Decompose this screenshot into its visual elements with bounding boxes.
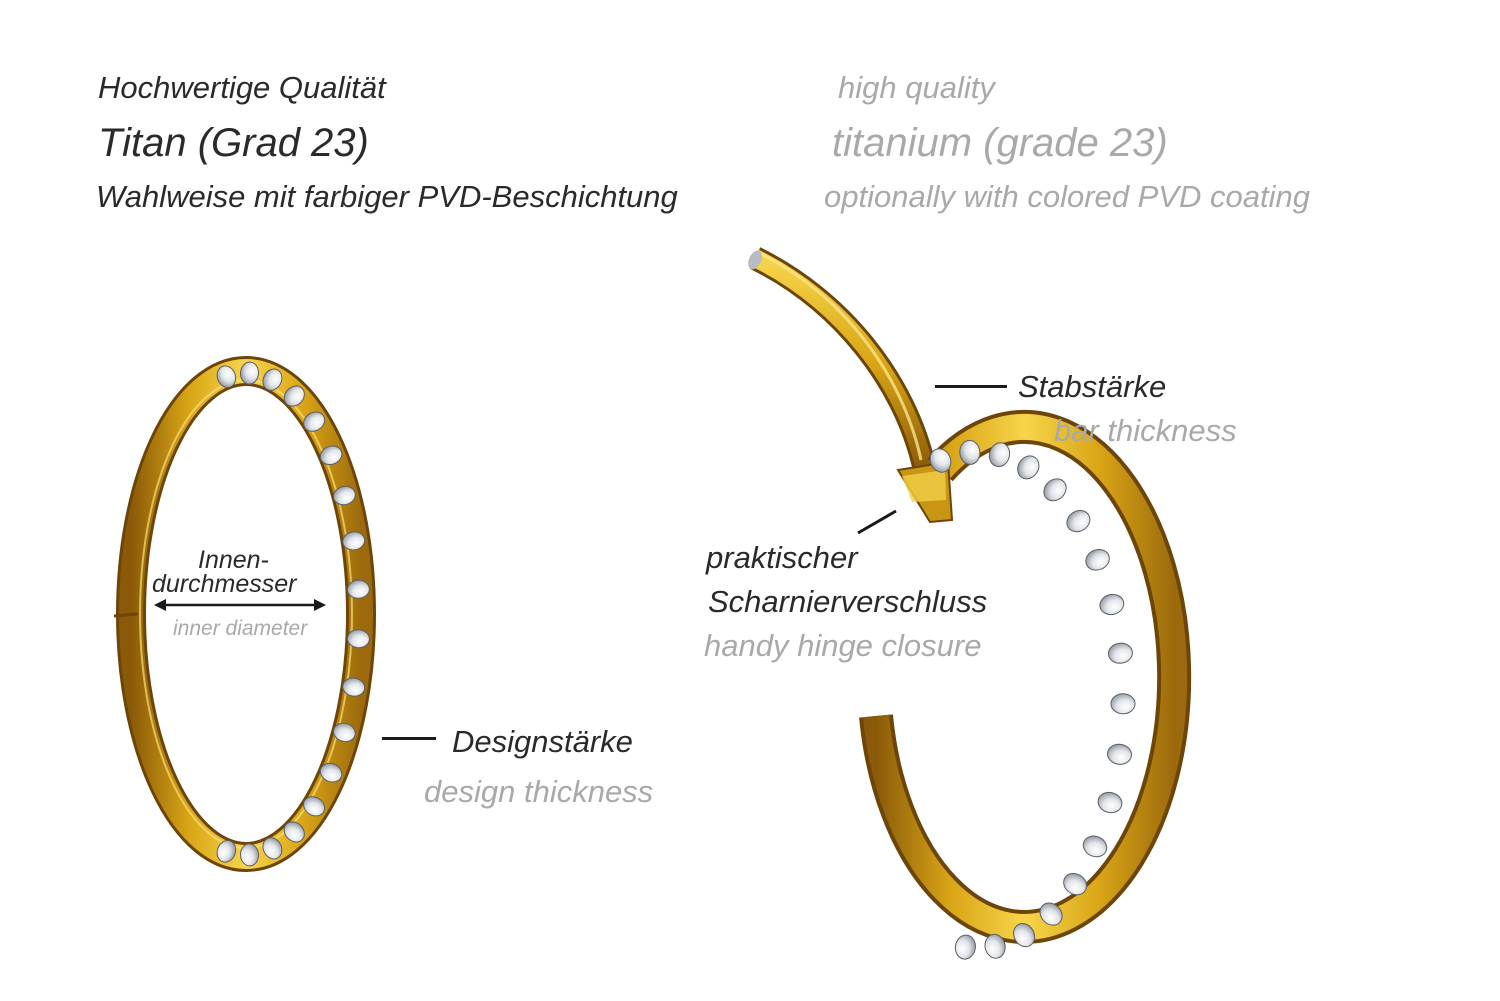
gemstone (346, 629, 370, 649)
gemstone (988, 442, 1011, 468)
segment-ring-right (748, 247, 1192, 960)
gemstone (954, 934, 976, 960)
quality-de: Hochwertige Qualität (98, 70, 386, 105)
coating-en: optionally with colored PVD coating (824, 179, 1310, 214)
segment-ring-left (113, 356, 376, 872)
gemstone (283, 385, 305, 407)
gemstone (1082, 835, 1108, 858)
gemstone (1085, 549, 1110, 571)
gemstone (1110, 693, 1136, 715)
hinge-de-line1: praktischer (706, 540, 858, 575)
gemstone (333, 722, 356, 743)
gemstone (346, 579, 370, 599)
gemstone (319, 445, 343, 466)
gemstone (262, 368, 283, 391)
bar-thickness-pointer (935, 385, 1007, 388)
gemstone (283, 821, 305, 843)
design-thickness-pointer (382, 737, 436, 740)
gemstone (1107, 642, 1133, 664)
gemstone (984, 933, 1006, 959)
gemstone (1099, 593, 1125, 616)
material-en: titanium (grade 23) (832, 121, 1168, 165)
gemstone (319, 762, 343, 783)
gemstone (262, 837, 283, 860)
hinge-en: handy hinge closure (704, 628, 982, 663)
gemstone (929, 448, 952, 473)
gemstone (342, 677, 366, 697)
arrow-right-head (314, 599, 326, 611)
gemstone (1013, 923, 1036, 948)
bar-thickness-en: bar thickness (1054, 413, 1237, 448)
gemstone (1107, 743, 1132, 765)
gemstone (303, 411, 326, 432)
gemstone (1063, 872, 1088, 896)
gemstone (1066, 510, 1091, 533)
hinge-pointer (857, 509, 897, 535)
gemstone (342, 531, 366, 551)
inner-diameter-de-line2: durchmesser (152, 570, 297, 598)
design-thickness-en: design thickness (424, 774, 654, 809)
quality-en: high quality (838, 70, 995, 105)
hinge-de-line2: Scharnierverschluss (708, 584, 988, 619)
design-thickness-de: Designstärke (452, 724, 633, 759)
bar-thickness-de: Stabstärke (1018, 369, 1167, 404)
coating-de: Wahlweise mit farbiger PVD-Beschichtung (96, 179, 678, 214)
arrow-left-head (154, 599, 166, 611)
gemstone (1039, 902, 1063, 926)
gemstone (216, 840, 237, 863)
gemstone (239, 843, 260, 867)
gemstone (239, 361, 260, 385)
gemstone (333, 485, 356, 506)
gemstone (959, 439, 981, 465)
gemstone (1017, 455, 1040, 480)
inner-diameter-de-line1: Innen- (198, 546, 269, 574)
gemstone (1097, 791, 1123, 814)
inner-diameter-en: inner diameter (173, 617, 308, 640)
gemstone (1043, 478, 1067, 502)
gemstone (303, 796, 326, 817)
material-de: Titan (Grad 23) (98, 121, 369, 165)
gemstone (216, 365, 237, 388)
